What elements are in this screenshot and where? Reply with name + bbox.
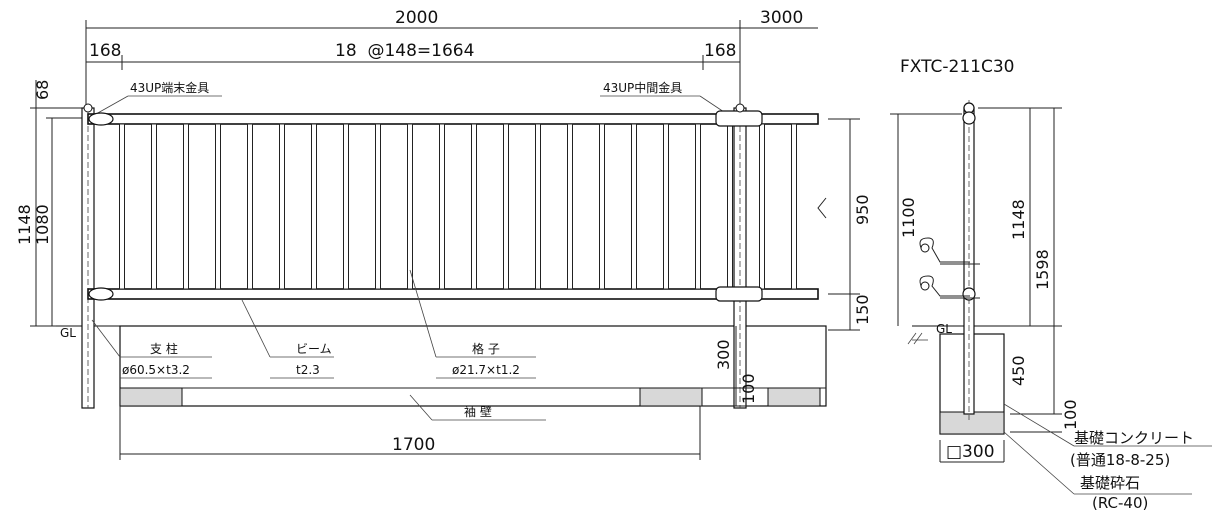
dim-950: 950 — [853, 194, 872, 225]
dim-68: 68 — [33, 80, 52, 100]
infill-bar — [567, 123, 573, 290]
note-foundation-concrete: 基礎コンクリート — [1074, 429, 1194, 447]
left-dimension-lines — [30, 80, 84, 327]
gravel-bed-left — [119, 387, 183, 407]
dim-168-right: 168 — [704, 41, 736, 61]
dim-168-left: 168 — [89, 41, 121, 61]
dim-1700: 1700 — [392, 435, 435, 455]
label-end-fitting: 43UP端末金具 — [130, 80, 209, 95]
end-fitting-bottom — [88, 287, 114, 301]
infill-bar — [791, 123, 797, 290]
top-beam — [87, 113, 819, 125]
note-concrete-grade: (普通18-8-25) — [1070, 451, 1170, 469]
infill-bar — [151, 123, 157, 290]
infill-bar — [759, 123, 765, 290]
mid-fitting-top — [715, 110, 763, 127]
label-bar-name: 格 子 — [472, 341, 500, 356]
label-gl-front: GL — [60, 326, 76, 340]
label-post-name: 支 柱 — [150, 341, 178, 356]
dim-side-1148: 1148 — [1009, 199, 1028, 240]
dim-1080: 1080 — [33, 204, 52, 245]
infill-bar — [247, 123, 253, 290]
bottom-beam — [87, 288, 819, 300]
infill-bar — [599, 123, 605, 290]
infill-bar — [631, 123, 637, 290]
top-dimension-lines — [85, 20, 818, 118]
label-beam-name: ビーム — [296, 342, 332, 356]
infill-bar — [439, 123, 445, 290]
dim-side-100: 100 — [1061, 399, 1080, 430]
side-gravel — [939, 411, 1005, 435]
dim-side-450: 450 — [1009, 355, 1028, 386]
dim-side-1100: 1100 — [899, 197, 918, 238]
infill-bar — [183, 123, 189, 290]
infill-bar — [663, 123, 669, 290]
dim-side-1598: 1598 — [1033, 249, 1052, 290]
sleeve-wall — [119, 325, 827, 407]
label-bar-spec: ø21.7×t1.2 — [452, 363, 520, 377]
dim-3000: 3000 — [760, 8, 803, 28]
dim-footing-size: □300 — [946, 442, 995, 462]
model-number: FXTC-211C30 — [900, 57, 1014, 77]
dim-300-wall: 300 — [714, 339, 733, 370]
label-post-spec: ø60.5×t3.2 — [122, 363, 190, 377]
infill-bar — [375, 123, 381, 290]
fence-body — [56, 103, 827, 409]
note-stone-grade: (RC-40) — [1092, 494, 1148, 512]
label-gl-side: GL — [936, 322, 952, 336]
label-beam-spec: t2.3 — [296, 363, 320, 377]
infill-bar — [311, 123, 317, 290]
dim-pitch: 18 @148=1664 — [335, 41, 474, 61]
mid-fitting-bottom — [715, 286, 763, 302]
infill-bar — [471, 123, 477, 290]
end-fitting-top — [88, 112, 114, 126]
dim-150: 150 — [853, 294, 872, 325]
label-wall-name: 袖 壁 — [464, 404, 492, 419]
dim-100-wall: 100 — [739, 373, 758, 404]
side-post — [963, 107, 975, 415]
infill-bars — [119, 123, 797, 290]
infill-bar — [695, 123, 701, 290]
dim-2000: 2000 — [395, 8, 438, 28]
infill-bar — [727, 123, 733, 290]
gravel-bed-right — [767, 387, 821, 407]
infill-bar — [215, 123, 221, 290]
infill-bar — [279, 123, 285, 290]
right-dimension-lines — [700, 118, 860, 407]
callouts — [91, 269, 546, 421]
side-view — [890, 100, 1212, 495]
infill-bar — [343, 123, 349, 290]
gravel-bed-mid — [639, 387, 703, 407]
infill-bar — [407, 123, 413, 290]
note-foundation-stone: 基礎砕石 — [1080, 474, 1140, 492]
infill-bar — [503, 123, 509, 290]
dim-1148-front: 1148 — [15, 204, 34, 245]
label-mid-fitting: 43UP中間金具 — [603, 80, 682, 95]
infill-bar — [119, 123, 125, 290]
infill-bar — [535, 123, 541, 290]
